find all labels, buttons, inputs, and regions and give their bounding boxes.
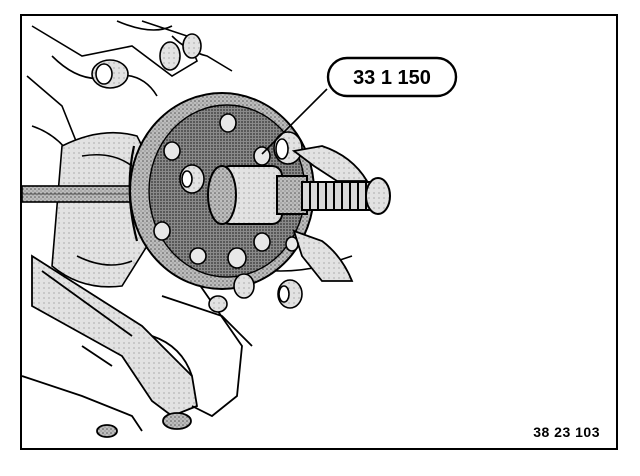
tool-callout: 33 1 150 [326,56,458,98]
upper-bolts [91,33,202,89]
technical-drawing: 33 1 150 [22,20,458,438]
figure-number: 38 23 103 [533,424,600,440]
illustration-frame: 33 1 150 38 23 103 [20,14,618,450]
threaded-spindle [301,177,391,215]
wheel-studs [179,131,303,313]
callout-leader [261,88,328,155]
control-arm [22,254,253,438]
tool-callout-label: 33 1 150 [353,67,431,89]
flange-bolt-holes [153,113,299,269]
knuckle-bracket [291,145,369,282]
puller-tool [207,165,391,225]
